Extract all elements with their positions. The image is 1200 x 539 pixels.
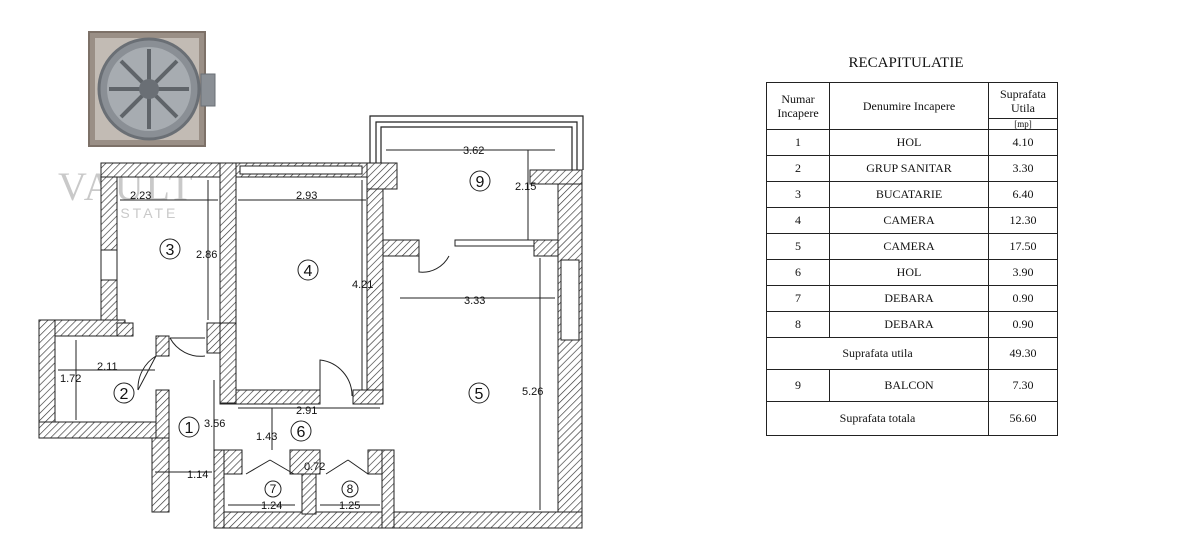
table-row: 3 BUCATARIE 6.40	[766, 181, 1058, 208]
cell-name: CAMERA	[829, 207, 989, 234]
cell-area: 0.90	[988, 311, 1058, 338]
dim-label: 1.43	[256, 431, 277, 443]
table-row: 6 HOL 3.90	[766, 259, 1058, 286]
cell-num: 4	[766, 207, 830, 234]
cell-num: 1	[766, 129, 830, 156]
cell-area: 3.90	[988, 259, 1058, 286]
dim-label: 3.33	[464, 295, 485, 307]
header-unit: [mp]	[988, 118, 1058, 130]
dim-label: 1.24	[261, 500, 282, 512]
cell-name: HOL	[829, 129, 989, 156]
room-number: 3	[166, 242, 175, 259]
cell-num: 9	[766, 369, 830, 402]
room-number: 2	[120, 386, 129, 403]
room-number: 4	[304, 263, 313, 280]
cell-num: 3	[766, 181, 830, 208]
dim-label: 2.15	[515, 181, 536, 193]
cell-area: 3.30	[988, 155, 1058, 182]
room-number: 8	[347, 482, 354, 496]
dim-label: 4.21	[352, 279, 373, 291]
table-row: 9 BALCON 7.30	[766, 369, 1058, 402]
cell-num: 2	[766, 155, 830, 182]
windows	[100, 165, 580, 341]
dim-label: 0.72	[304, 461, 325, 473]
cell-name: GRUP SANITAR	[829, 155, 989, 182]
totala-label: Suprafata totala	[766, 401, 989, 436]
cell-name: DEBARA	[829, 285, 989, 312]
totala-value: 56.60	[988, 401, 1058, 436]
dim-label: 1.72	[60, 373, 81, 385]
cell-name: BUCATARIE	[829, 181, 989, 208]
utila-value: 49.30	[988, 337, 1058, 370]
header-area: Suprafata Utila	[988, 82, 1058, 119]
header-name: Denumire Incapere	[829, 82, 989, 130]
floor-plan: VAULT ESTATE	[38, 31, 584, 529]
dim-label: 1.25	[339, 500, 360, 512]
cell-area: 4.10	[988, 129, 1058, 156]
dimension-labels: 2.23 2.93 3.62 2.15 2.86 4.21 3.33 5.26 …	[60, 145, 543, 512]
dim-label: 5.26	[522, 386, 543, 398]
dim-label: 2.93	[296, 190, 317, 202]
table-row: 2 GRUP SANITAR 3.30	[766, 155, 1058, 182]
cell-area: 6.40	[988, 181, 1058, 208]
cell-area: 0.90	[988, 285, 1058, 312]
cell-area: 7.30	[988, 369, 1058, 402]
dim-label: 3.62	[463, 145, 484, 157]
cell-name: CAMERA	[829, 233, 989, 260]
table-row: 1 HOL 4.10	[766, 129, 1058, 156]
cell-area: 12.30	[988, 207, 1058, 234]
dim-label: 3.56	[204, 418, 225, 430]
logo-subtitle: ESTATE	[108, 205, 178, 221]
cell-name: DEBARA	[829, 311, 989, 338]
cell-area: 17.50	[988, 233, 1058, 260]
header-num: Numar Incapere	[766, 82, 830, 130]
recap-table: Numar Incapere Denumire Incapere Suprafa…	[766, 82, 1058, 436]
room-numbers: 1 2 3 4 5 6 7 8 9	[120, 174, 485, 496]
room-number: 6	[297, 424, 306, 441]
dim-label: 2.23	[130, 190, 151, 202]
balcony-railing	[369, 115, 584, 170]
cell-name: HOL	[829, 259, 989, 286]
recap-title: RECAPITULATIE	[848, 55, 964, 71]
table-row: 8 DEBARA 0.90	[766, 311, 1058, 338]
dim-label: 2.91	[296, 405, 317, 417]
room-number: 7	[270, 482, 277, 496]
dimension-lines	[58, 149, 555, 510]
totala-row: Suprafata totala 56.60	[766, 401, 1058, 436]
table-row: 5 CAMERA 17.50	[766, 233, 1058, 260]
cell-num: 7	[766, 285, 830, 312]
doors	[137, 255, 450, 500]
cell-name: BALCON	[829, 369, 989, 402]
dim-label: 2.86	[196, 249, 217, 261]
cell-num: 6	[766, 259, 830, 286]
room-number: 5	[475, 386, 484, 403]
walls	[38, 162, 583, 529]
table-row: 4 CAMERA 12.30	[766, 207, 1058, 234]
dim-label: 1.14	[187, 469, 208, 481]
room-number: 9	[476, 174, 485, 191]
cell-num: 5	[766, 233, 830, 260]
utila-row: Suprafata utila 49.30	[766, 337, 1058, 370]
cell-num: 8	[766, 311, 830, 338]
utila-label: Suprafata utila	[766, 337, 989, 370]
table-header-row: Numar Incapere Denumire Incapere Suprafa…	[766, 82, 1058, 130]
dim-label: 2.11	[97, 361, 118, 373]
room-markers	[113, 170, 491, 498]
room-number: 1	[185, 420, 194, 437]
table-row: 7 DEBARA 0.90	[766, 285, 1058, 312]
